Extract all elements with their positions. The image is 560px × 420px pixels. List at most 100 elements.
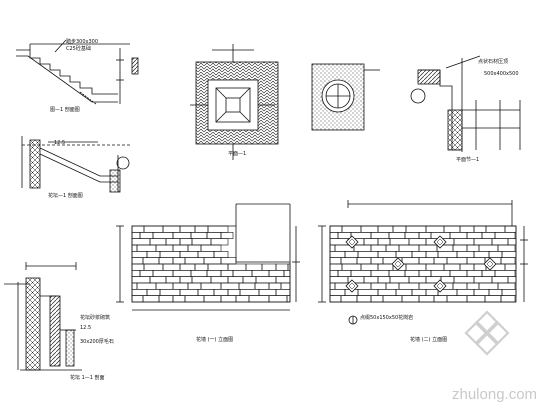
stone-block bbox=[280, 282, 291, 290]
stair-caption: 图—1 剖面图 bbox=[50, 107, 80, 113]
stone-block bbox=[418, 257, 435, 265]
stone-block bbox=[388, 270, 406, 277]
stone-block bbox=[473, 263, 487, 271]
stone-block bbox=[401, 257, 420, 265]
granite-diamond-inner bbox=[394, 260, 402, 268]
stone-block bbox=[245, 263, 263, 271]
stone-block bbox=[139, 232, 154, 239]
stone-block bbox=[158, 257, 174, 265]
stone-block bbox=[200, 244, 222, 252]
stone-block bbox=[452, 282, 468, 290]
stone-block bbox=[220, 270, 234, 277]
stone-block bbox=[191, 238, 212, 246]
detail-note-2: 500x400x500 bbox=[484, 71, 519, 77]
stone-block bbox=[398, 282, 420, 290]
stone-block bbox=[179, 238, 193, 246]
stone-block bbox=[466, 295, 486, 303]
stone-block bbox=[382, 295, 403, 303]
stone-block bbox=[227, 263, 247, 271]
stone-block bbox=[213, 288, 229, 296]
stone-block bbox=[501, 288, 517, 296]
stone-block bbox=[172, 232, 192, 239]
granite-diamond-inner bbox=[486, 260, 494, 268]
right-elevation-note: 点缀50x150x50花岗岩 bbox=[360, 315, 414, 321]
stone-block bbox=[146, 288, 161, 296]
stone-block bbox=[131, 251, 148, 258]
stone-block bbox=[501, 251, 517, 258]
stone-block bbox=[275, 288, 291, 296]
stone-block bbox=[341, 263, 362, 271]
stone-block bbox=[251, 270, 270, 277]
stone-block bbox=[425, 288, 439, 296]
stone-block bbox=[385, 282, 400, 290]
stone-block bbox=[344, 251, 359, 258]
stone-block bbox=[357, 251, 379, 258]
stone-block bbox=[500, 257, 516, 265]
granite-diamond-inlay bbox=[391, 257, 405, 271]
stone-block bbox=[341, 225, 362, 233]
stair-dim-label-2: C25砼基础 bbox=[66, 46, 91, 52]
stone-block bbox=[220, 282, 240, 290]
stone-block bbox=[404, 270, 420, 277]
stone-block bbox=[473, 288, 490, 296]
stone-block bbox=[443, 263, 461, 271]
tree-pit-plan-drawing bbox=[311, 63, 380, 131]
watermark-text: zhulong.com bbox=[452, 386, 538, 403]
square-plan-drawing bbox=[190, 44, 279, 160]
granite-diamond-inner bbox=[436, 282, 444, 290]
stone-block bbox=[491, 276, 509, 284]
stone-block bbox=[408, 238, 427, 246]
stone-block bbox=[131, 257, 144, 265]
stone-block bbox=[370, 270, 390, 277]
stone-block bbox=[337, 232, 352, 239]
stone-block bbox=[466, 232, 483, 239]
stone-block bbox=[449, 232, 468, 239]
stone-block bbox=[449, 270, 468, 277]
stone-block bbox=[261, 263, 277, 271]
granite-diamond-inlay bbox=[483, 257, 497, 271]
stone-block bbox=[340, 295, 358, 303]
stone-block bbox=[398, 244, 420, 252]
stone-block bbox=[425, 263, 445, 271]
stone-block bbox=[353, 244, 372, 252]
stone-block bbox=[329, 257, 342, 265]
stone-block bbox=[149, 238, 167, 246]
stone-block bbox=[159, 251, 181, 258]
stone-block bbox=[494, 270, 516, 277]
stone-block bbox=[473, 276, 493, 284]
stone-block bbox=[187, 282, 202, 290]
stone-block bbox=[239, 288, 260, 296]
stone-block bbox=[491, 238, 509, 246]
stone-block bbox=[227, 288, 241, 296]
stone-block bbox=[248, 295, 270, 303]
stone-block bbox=[131, 244, 138, 252]
small-section-caption: 花坛 1—1 剖面 bbox=[70, 375, 105, 381]
stone-block bbox=[179, 288, 199, 296]
stone-block bbox=[340, 257, 358, 265]
stone-block bbox=[194, 263, 209, 271]
stone-block bbox=[255, 276, 277, 284]
stone-block bbox=[206, 270, 222, 277]
stone-block bbox=[466, 244, 480, 252]
stone-block bbox=[131, 225, 145, 233]
stone-block bbox=[443, 225, 461, 233]
stone-block bbox=[497, 244, 516, 252]
stone-block bbox=[210, 276, 229, 284]
stone-block bbox=[484, 295, 502, 303]
small-section-note-3: 30x200厚毛石 bbox=[80, 339, 114, 345]
stone-block bbox=[377, 251, 397, 258]
stone-block bbox=[388, 232, 406, 239]
stone-block bbox=[452, 244, 468, 252]
stone-block bbox=[155, 282, 174, 290]
stone-block bbox=[377, 225, 394, 233]
stone-block bbox=[268, 270, 285, 277]
granite-diamond-inner bbox=[436, 238, 444, 246]
stone-block bbox=[220, 257, 237, 265]
stone-block bbox=[190, 232, 208, 239]
stone-block bbox=[275, 263, 289, 271]
stone-block bbox=[329, 263, 343, 271]
stone-block bbox=[136, 244, 157, 252]
stone-block bbox=[165, 238, 181, 246]
stone-block bbox=[329, 232, 339, 239]
